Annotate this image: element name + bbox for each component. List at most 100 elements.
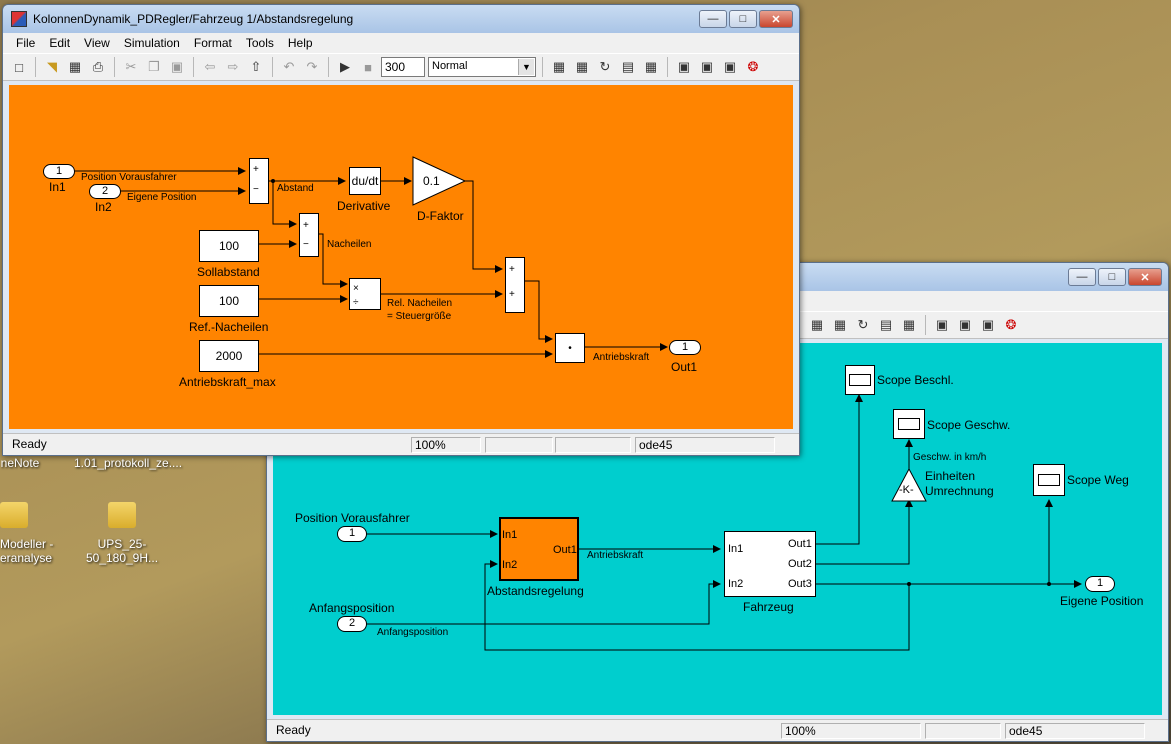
print-icon[interactable]: ⎙ — [92, 59, 104, 74]
menu-tools[interactable]: Tools — [245, 36, 274, 50]
inport-1[interactable]: 1 — [337, 526, 367, 542]
model-explorer-icon[interactable]: ▣ — [700, 59, 714, 74]
fahrzeug-subsystem[interactable] — [724, 531, 816, 597]
inport-2[interactable]: 2 — [89, 184, 121, 199]
scope-beschl-label: Scope Beschl. — [877, 373, 954, 387]
anfang-label: Anfangsposition — [309, 601, 395, 615]
derivative-block[interactable]: du/dt — [349, 167, 381, 195]
update-icon[interactable]: ↻ — [857, 317, 869, 332]
derivative-label: Derivative — [337, 199, 391, 213]
inport-2-label: In2 — [95, 200, 112, 214]
antrieb-signal: Antriebskraft — [587, 550, 644, 561]
gain-k-block[interactable] — [891, 468, 927, 502]
scope-beschl-block[interactable] — [845, 365, 875, 395]
scope-geschw-block[interactable] — [893, 409, 925, 439]
status-cell-empty — [925, 723, 1001, 739]
solver-name: ode45 — [635, 437, 775, 453]
eigene-position-label: Eigene Position — [1060, 594, 1144, 608]
product-block[interactable]: • — [555, 333, 585, 363]
up-icon[interactable]: ⇧ — [250, 59, 262, 74]
status-cell-empty — [485, 437, 553, 453]
menu-simulation[interactable]: Simulation — [123, 36, 180, 50]
library-browser-icon[interactable]: ▣ — [677, 59, 691, 74]
maximize-button[interactable]: □ — [1098, 268, 1126, 286]
sum-nacheilen[interactable] — [299, 213, 319, 257]
inport-1[interactable]: 1 — [43, 164, 75, 179]
table-icon[interactable]: ▦ — [644, 59, 658, 74]
build-icon[interactable]: ▦ — [552, 59, 566, 74]
rel-nach-signal-2: = Steuergröße — [387, 311, 452, 322]
title-bar[interactable]: KolonnenDynamik_PDRegler/Fahrzeug 1/Abst… — [3, 5, 799, 33]
sum-plus: + — [253, 164, 259, 175]
abstandsregelung-label: Abstandsregelung — [487, 584, 584, 598]
divide-block[interactable] — [349, 278, 381, 310]
redo-icon[interactable]: ↷ — [306, 59, 318, 74]
menu-format[interactable]: Format — [193, 36, 232, 50]
update-icon[interactable]: ↻ — [599, 59, 611, 74]
run-icon[interactable]: ▶ — [340, 59, 350, 74]
target-icon[interactable]: ❂ — [1005, 317, 1017, 332]
scope-weg-block[interactable] — [1033, 464, 1065, 496]
library-browser-icon[interactable]: ▣ — [935, 317, 949, 332]
model-window-abstandsregelung[interactable]: KolonnenDynamik_PDRegler/Fahrzeug 1/Abst… — [2, 4, 800, 456]
model-explorer-icon[interactable]: ▣ — [958, 317, 972, 332]
new-icon[interactable]: □ — [15, 59, 23, 75]
fz-out3: Out3 — [788, 578, 812, 590]
abstandsregelung-subsystem[interactable] — [499, 517, 579, 581]
sum-minus: − — [253, 184, 259, 195]
build-icon[interactable]: ▦ — [810, 317, 824, 332]
desktop-icon-onenote[interactable]: neNote — [0, 456, 80, 470]
stop-time-input[interactable] — [381, 57, 425, 77]
inport-2[interactable]: 2 — [337, 616, 367, 632]
gain-k-value: -K- — [899, 484, 914, 496]
menu-view[interactable]: View — [84, 36, 110, 50]
sum-steuer[interactable] — [505, 257, 525, 313]
desktop-icon-modeller[interactable]: Modeller - eranalyse — [0, 502, 72, 565]
back-icon[interactable]: ⇦ — [204, 59, 216, 74]
grid-icon[interactable]: ▦ — [833, 317, 847, 332]
stack-icon[interactable]: ▤ — [879, 317, 893, 332]
menu-file[interactable]: File — [16, 36, 36, 50]
menu-edit[interactable]: Edit — [49, 36, 71, 50]
save-icon[interactable]: ▦ — [68, 59, 82, 74]
table-icon[interactable]: ▦ — [902, 317, 916, 332]
target-icon[interactable]: ❂ — [747, 59, 759, 74]
cut-icon[interactable]: ✂ — [125, 59, 137, 74]
stack-icon[interactable]: ▤ — [621, 59, 635, 74]
outport-1[interactable]: 1 — [669, 340, 701, 355]
diagram-canvas-abstandsregelung[interactable]: 1 In1 2 In2 Position Vorausfahrer Eigene… — [9, 85, 793, 429]
sum-minus: − — [303, 239, 309, 250]
const-sollabstand[interactable]: 100 — [199, 230, 259, 262]
const-ref-nacheilen[interactable]: 100 — [199, 285, 259, 317]
stop-icon[interactable]: ■ — [364, 59, 372, 75]
close-button[interactable]: ✕ — [759, 10, 793, 28]
folder-icon — [108, 502, 136, 528]
d-faktor-gain[interactable] — [412, 156, 467, 206]
close-button[interactable]: ✕ — [1128, 268, 1162, 286]
const-antriebskraft-max[interactable]: 2000 — [199, 340, 259, 372]
scope-icon — [849, 374, 871, 386]
menu-help[interactable]: Help — [287, 36, 313, 50]
sim-mode-select[interactable]: Normal ▼ — [428, 57, 536, 77]
simulink-icon — [11, 11, 27, 27]
desktop-icon-ups[interactable]: UPS_25-50_180_9H... — [62, 502, 182, 565]
sum-plus: + — [509, 264, 515, 275]
paste-icon[interactable]: ▣ — [170, 59, 184, 74]
grid-icon[interactable]: ▦ — [575, 59, 589, 74]
sum-abstand[interactable] — [249, 158, 269, 204]
undo-icon[interactable]: ↶ — [283, 59, 295, 74]
debugger-icon[interactable]: ▣ — [981, 317, 995, 332]
outport-1-label: Out1 — [671, 360, 698, 374]
antrieb-signal: Antriebskraft — [593, 352, 650, 363]
abst-in1: In1 — [502, 529, 518, 541]
copy-icon[interactable]: ❐ — [148, 59, 160, 74]
minimize-button[interactable]: — — [1068, 268, 1096, 286]
forward-icon[interactable]: ⇨ — [227, 59, 239, 74]
eig-pos-signal: Eigene Position — [127, 192, 197, 203]
outport-1[interactable]: 1 — [1085, 576, 1115, 592]
open-icon[interactable]: ◥ — [47, 59, 57, 74]
minimize-button[interactable]: — — [699, 10, 727, 28]
maximize-button[interactable]: □ — [729, 10, 757, 28]
debugger-icon[interactable]: ▣ — [723, 59, 737, 74]
desktop-icon-protokoll[interactable]: 1.01_protokoll_ze.... — [68, 456, 188, 470]
